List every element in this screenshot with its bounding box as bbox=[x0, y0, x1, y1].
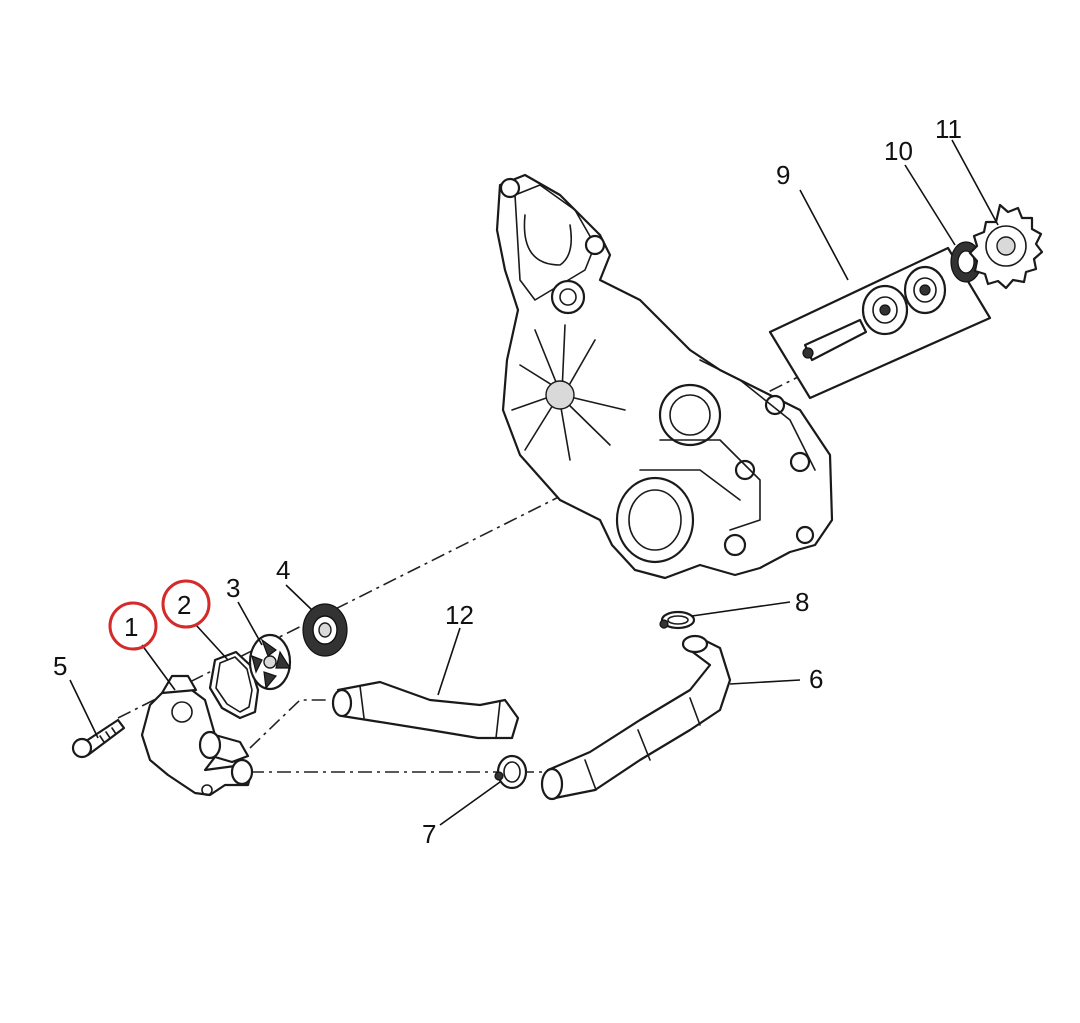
callout-labels: 1 2 3 4 5 6 7 8 9 10 11 12 bbox=[53, 114, 962, 849]
impeller bbox=[248, 633, 292, 691]
leader-lines bbox=[69, 139, 999, 826]
callout-12: 12 bbox=[445, 600, 474, 630]
callout-1-highlight-circle bbox=[108, 601, 158, 651]
callout-2: 2 bbox=[177, 590, 191, 620]
callout-3: 3 bbox=[226, 573, 240, 603]
hose-clamp-lower bbox=[494, 754, 528, 790]
callout-9: 9 bbox=[776, 160, 790, 190]
bolt bbox=[71, 718, 126, 759]
engine-cover bbox=[495, 173, 834, 580]
drive-gear bbox=[968, 203, 1044, 290]
gasket bbox=[208, 650, 260, 720]
hose-clamp-upper bbox=[659, 610, 696, 630]
pump-housing bbox=[140, 674, 254, 797]
shaft-bearing-kit bbox=[768, 246, 992, 400]
callout-10: 10 bbox=[884, 136, 913, 166]
callout-1: 1 bbox=[124, 612, 138, 642]
callout-8: 8 bbox=[795, 587, 809, 617]
callout-7: 7 bbox=[422, 819, 436, 849]
lower-hose bbox=[540, 634, 732, 801]
upper-hose bbox=[331, 680, 520, 740]
callout-6: 6 bbox=[809, 664, 823, 694]
callout-4: 4 bbox=[276, 555, 290, 585]
mechanical-seal bbox=[302, 603, 348, 657]
callout-5: 5 bbox=[53, 651, 67, 681]
callout-2-highlight-circle bbox=[161, 579, 211, 629]
callout-11: 11 bbox=[935, 114, 962, 144]
